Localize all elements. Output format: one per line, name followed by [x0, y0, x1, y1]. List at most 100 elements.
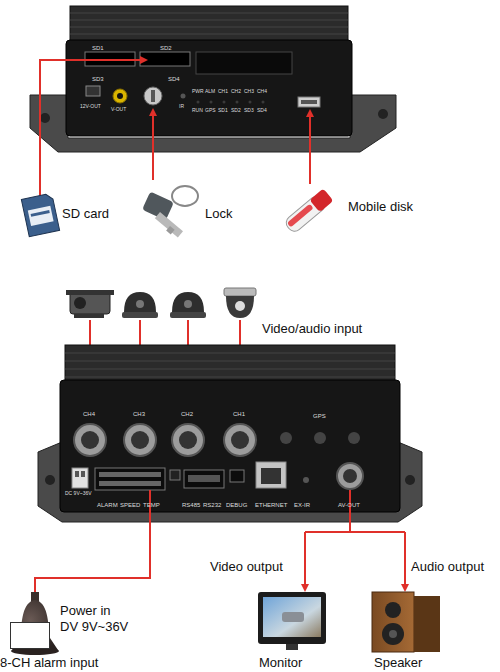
- front-dvr: [181, 94, 186, 99]
- speaker-icon: [414, 596, 440, 652]
- front-dvr: [378, 109, 388, 119]
- component-node: Lock: [205, 206, 232, 222]
- camera-icon: [122, 292, 158, 318]
- front-dvr: [40, 113, 50, 123]
- front-dvr: [70, 27, 348, 28]
- port-label: SD3: [244, 108, 254, 113]
- port-label: CH3: [244, 89, 254, 94]
- camera-icon: [66, 290, 114, 318]
- rear-dvr: [256, 462, 286, 488]
- usb-disk-icon: [309, 188, 333, 212]
- camera-icon: [170, 312, 206, 318]
- rear-dvr: [314, 432, 326, 444]
- port-label: RS485: [182, 502, 200, 508]
- leader-line: [35, 490, 405, 594]
- rear-dvr: [65, 361, 395, 362]
- key-icon: [172, 186, 198, 206]
- caption-label: Video/audio input: [262, 322, 362, 335]
- sd-card-icon: [28, 206, 54, 226]
- rear-dvr: [65, 345, 395, 382]
- key-icon: [155, 212, 183, 237]
- rear-dvr: [179, 431, 197, 449]
- speaker-icon: [389, 630, 397, 638]
- port-label: CH4: [83, 411, 95, 417]
- camera-icon: [172, 292, 204, 312]
- rear-dvr: [280, 432, 360, 444]
- front-dvr: [197, 101, 265, 104]
- leader-line: [305, 531, 405, 533]
- camera-icon: [224, 288, 256, 296]
- port-label: RS232: [203, 502, 221, 508]
- power-box: [10, 622, 50, 649]
- rear-dvr: [74, 424, 256, 456]
- port-label: CH2: [231, 89, 241, 94]
- monitor-icon: [282, 612, 304, 622]
- camera-icon: [226, 296, 254, 318]
- sd-card-icon: [21, 193, 59, 237]
- rear-dvr: [348, 432, 360, 444]
- port-label: SD1: [218, 108, 228, 113]
- leader-line: [35, 490, 150, 594]
- leader-line: [40, 60, 146, 196]
- usb-disk-icon: [287, 204, 314, 228]
- port-label: CH2: [181, 411, 193, 417]
- rear-dvr: [95, 468, 165, 490]
- rear-dvr: [188, 475, 220, 482]
- front-dvr: [298, 97, 320, 107]
- port-label: PWR: [192, 89, 204, 94]
- rear-dvr: [65, 353, 395, 377]
- rear-dvr: [184, 470, 224, 488]
- rear-dvr: [72, 468, 88, 488]
- front-dvr: [70, 13, 348, 14]
- port-label: GPS: [313, 413, 326, 419]
- rear-dvr: [405, 475, 415, 485]
- leader-line: [152, 110, 154, 180]
- port-label: DC 9V~36V: [65, 491, 92, 496]
- speaker-icon: [372, 592, 414, 652]
- key-icon: [166, 226, 174, 234]
- front-dvr: [70, 20, 348, 21]
- camera-icon: [184, 300, 192, 308]
- rear-dvr: [99, 472, 161, 486]
- front-dvr: [70, 13, 348, 34]
- caption-label: Audio output: [411, 560, 484, 573]
- camera-icon: [124, 292, 156, 312]
- front-dvr: [223, 101, 226, 104]
- camera-icon: [66, 290, 114, 295]
- port-label: GPS: [205, 108, 216, 113]
- port-label: ALARM: [97, 502, 118, 508]
- front-dvr: [196, 52, 292, 74]
- leader-line: [349, 490, 351, 532]
- camera-icon: [74, 314, 104, 318]
- caption-label: Video output: [210, 560, 283, 573]
- rear-dvr: [81, 431, 249, 449]
- component-label: Monitor: [259, 655, 302, 671]
- key-icon: [142, 186, 198, 237]
- front-dvr: [151, 90, 155, 102]
- front-dvr: [144, 87, 162, 105]
- rear-dvr: [65, 353, 395, 354]
- camera-icon: [74, 297, 86, 309]
- rear-dvr: [337, 463, 363, 489]
- camera-icon: [70, 292, 110, 314]
- port-label: 12V-OUT: [80, 104, 101, 109]
- component-node: Power in DV 9V~36V: [10, 603, 140, 651]
- front-dvr: [197, 101, 200, 104]
- port-label: DEBUG: [226, 502, 247, 508]
- port-label: RUN: [192, 108, 203, 113]
- alarm-bell-icon: [11, 592, 59, 655]
- camera-icon: [224, 288, 256, 318]
- camera-icon: [170, 292, 206, 318]
- camera-icon: [136, 300, 144, 308]
- front-dvr: [117, 93, 123, 99]
- rear-dvr: [224, 424, 256, 456]
- usb-disk-icon: [283, 188, 333, 234]
- front-dvr: [70, 34, 348, 35]
- port-label: CH4: [257, 89, 267, 94]
- rear-dvr: [172, 424, 204, 456]
- rear-dvr: [81, 471, 85, 477]
- port-label: ETHERNET: [255, 502, 287, 508]
- component-node: Speaker: [374, 655, 422, 671]
- rear-dvr: [81, 431, 99, 449]
